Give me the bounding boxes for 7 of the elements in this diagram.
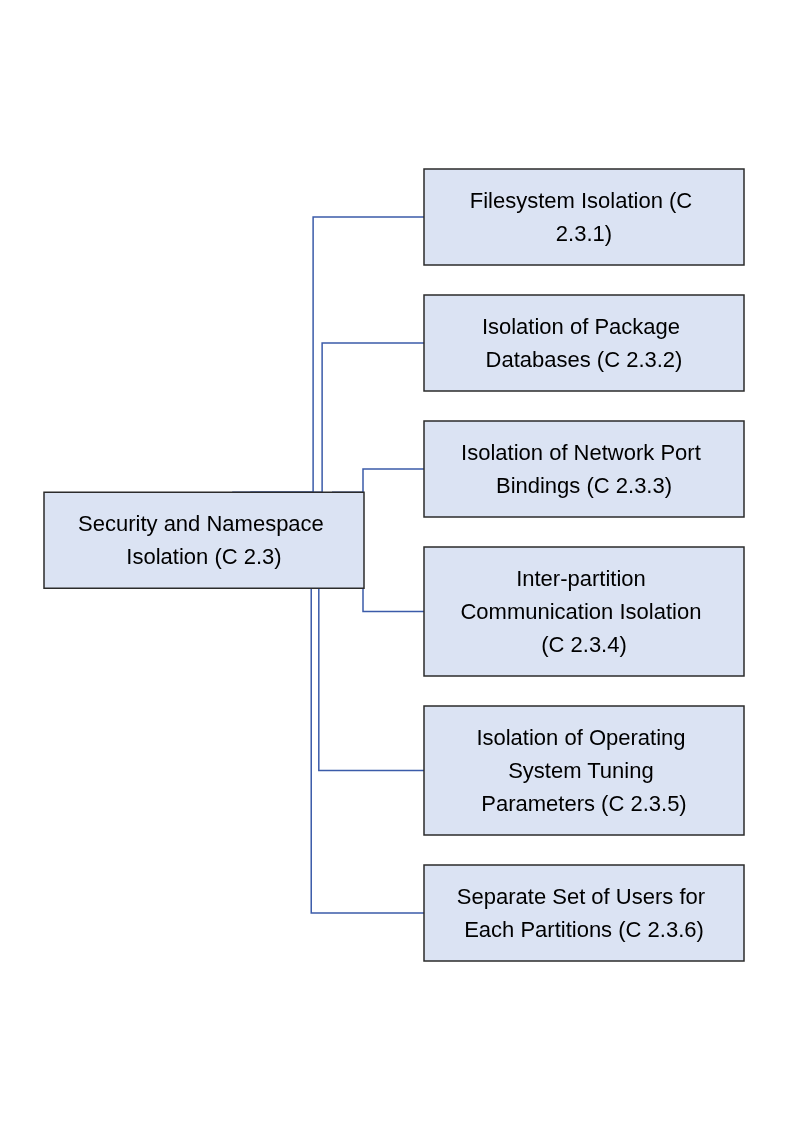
node-box: Separate Set of Users for Each Partitions (C 2.3.6): [423, 863, 745, 962]
node-box: Inter-partition Communication Isolation (C 2.3.4): [423, 545, 745, 677]
node-box: Isolation of Package Databases (C 2.3.2): [423, 293, 745, 392]
node-box: Security and Namespace Isolation (C 2.3): [43, 491, 365, 589]
node-box: Isolation of Operating System Tuning Parameters (C 2.3.5): [423, 704, 745, 836]
node-box: Isolation of Network Port Bindings (C 2.3.3): [423, 419, 745, 518]
node-box: Filesystem Isolation (C 2.3.1): [423, 167, 745, 266]
